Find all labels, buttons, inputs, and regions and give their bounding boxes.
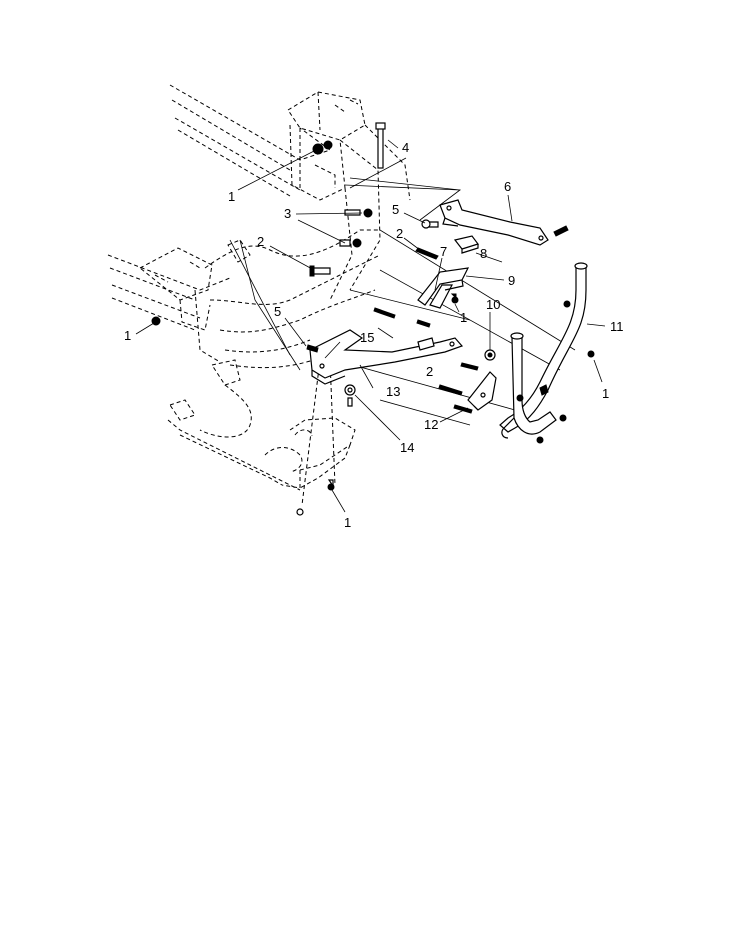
callout-leaders [135, 139, 606, 513]
callout-1-right: 1 [602, 386, 609, 401]
hardware [151, 122, 595, 516]
callout-1-mid: 1 [460, 310, 467, 325]
callout-13: 13 [386, 384, 400, 399]
part-7-9-bracket-plate [417, 267, 470, 309]
callout-5-left: 5 [274, 304, 281, 319]
callout-7: 7 [440, 244, 447, 259]
callout-15: 15 [360, 330, 374, 345]
callout-6: 6 [504, 179, 511, 194]
part-11-tube-handle [499, 262, 588, 439]
callout-1-left: 1 [124, 328, 131, 343]
projection-lines [229, 177, 576, 426]
part-13-15-lower-brace [309, 329, 464, 385]
callout-12: 12 [424, 417, 438, 432]
phantom-frame [107, 84, 411, 506]
callout-1-top: 1 [228, 189, 235, 204]
callout-2-upper-right: 2 [396, 226, 403, 241]
callout-1-bottom: 1 [344, 515, 351, 530]
callout-9: 9 [508, 273, 515, 288]
part-6-upper-brace [439, 199, 549, 246]
callout-14: 14 [400, 440, 414, 455]
callout-labels: 1 4 3 6 5 2 2 7 8 9 1 10 11 1 5 15 1 2 1… [124, 140, 624, 530]
part-12-small-bracket [467, 371, 497, 411]
callout-3: 3 [284, 206, 291, 221]
callout-4: 4 [402, 140, 409, 155]
callout-2-lower: 2 [426, 364, 433, 379]
callout-5-top: 5 [392, 202, 399, 217]
callout-2-left: 2 [257, 234, 264, 249]
callout-10: 10 [486, 297, 500, 312]
callout-8: 8 [480, 246, 487, 261]
part-8-pad [453, 235, 479, 254]
callout-11: 11 [610, 319, 624, 334]
